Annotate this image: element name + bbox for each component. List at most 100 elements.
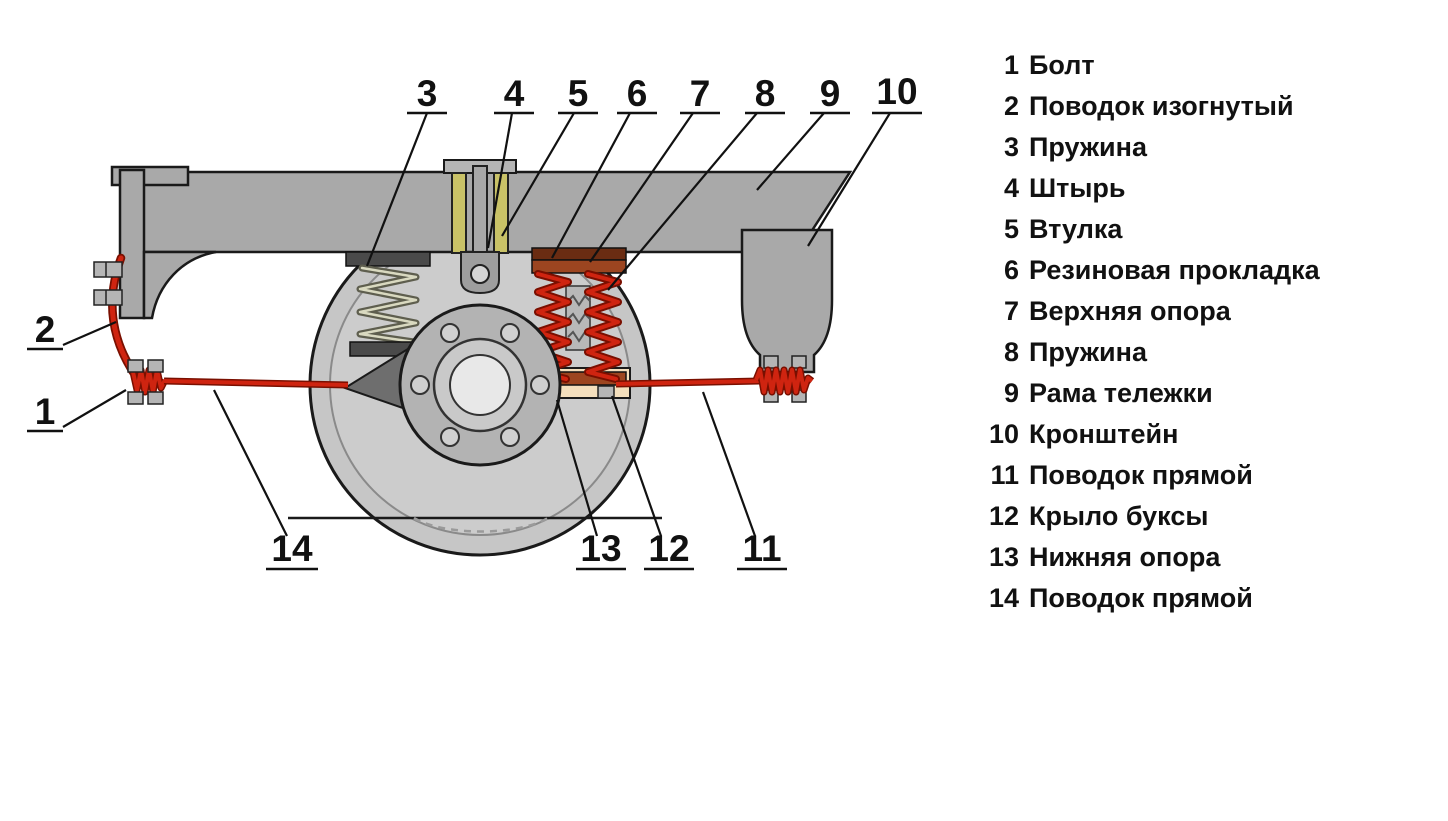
callout-number-4: 4 [504, 73, 525, 114]
right-corrugation [754, 368, 814, 394]
plate-bolt [93, 289, 123, 306]
legend-item-number: 7 [1003, 296, 1019, 326]
legend-item: 9 Рама тележки [975, 378, 1415, 419]
rubber-pad [531, 247, 627, 261]
upper-support [531, 259, 627, 274]
hub-bolt [500, 323, 520, 343]
callout-number-5: 5 [568, 73, 589, 114]
red-spring-right [586, 272, 620, 381]
pin [472, 165, 488, 255]
callout-number-11: 11 [742, 528, 781, 569]
leader-7 [589, 112, 694, 263]
legend-item-label: Поводок изогнутый [1029, 91, 1294, 121]
bracket [740, 228, 834, 403]
legend-item-label: Рама тележки [1029, 378, 1213, 408]
hub-bolt [440, 427, 460, 447]
leader-8 [607, 112, 758, 291]
bolts [93, 261, 164, 405]
straight-link-left [163, 379, 349, 387]
legend-item: 14 Поводок прямой [975, 583, 1415, 624]
callout-number-7: 7 [690, 73, 711, 114]
legend-item-label: Крыло буксы [1029, 501, 1209, 531]
legend-item-number: 2 [1003, 91, 1019, 121]
coil-spring-left [345, 251, 437, 357]
callout-number-10: 10 [876, 71, 917, 112]
legend-item-label: Верхняя опора [1029, 296, 1231, 326]
legend-item-number: 8 [1003, 337, 1019, 367]
callout-numbers: 3 4 5 6 7 8 9 10 2 1 14 13 12 1 [27, 71, 922, 571]
link-bolt [127, 359, 144, 373]
legend-item-number: 9 [1003, 378, 1019, 408]
clevis-hole [470, 264, 490, 284]
bracket-bolt [791, 355, 807, 369]
legend-item-label: Нижняя опора [1029, 542, 1221, 572]
callout-number-1: 1 [35, 391, 56, 432]
support-bolt [597, 385, 615, 399]
leader-1 [62, 389, 127, 428]
red-springs [534, 270, 622, 383]
red-spring-left [536, 272, 570, 381]
link-bolt [147, 391, 164, 405]
plate-bolt [93, 261, 123, 278]
leader-12 [610, 395, 663, 537]
bushing-right [493, 172, 509, 254]
legend-item-number: 4 [1003, 173, 1019, 203]
legend-item-label: Пружина [1029, 132, 1147, 162]
legend-item-number: 6 [1003, 255, 1019, 285]
legend-item: 8 Пружина [975, 337, 1415, 378]
legend-item: 7 Верхняя опора [975, 296, 1415, 337]
legend-item: 3 Пружина [975, 132, 1415, 173]
legend-item-label: Штырь [1029, 173, 1126, 203]
callout-number-9: 9 [820, 73, 841, 114]
frame-end-fillet [142, 250, 217, 320]
legend-item-number: 13 [988, 542, 1019, 572]
legend-item-number: 12 [988, 501, 1019, 531]
legend-item: 1 Болт [975, 50, 1415, 91]
callout-number-8: 8 [755, 73, 776, 114]
callout-number-2: 2 [35, 309, 56, 350]
callout-number-12: 12 [648, 528, 689, 569]
legend-item: 4 Штырь [975, 173, 1415, 214]
legend-item: 2 Поводок изогнутый [975, 91, 1415, 132]
leader-11 [701, 391, 757, 537]
legend-item-number: 10 [988, 419, 1019, 449]
leader-2 [62, 320, 117, 347]
link-bolt [127, 391, 144, 405]
legend: 1 Болт 2 Поводок изогнутый 3 Пружина 4 Ш… [975, 50, 1415, 624]
hub-bolt [410, 375, 430, 395]
legend-item-number: 5 [1003, 214, 1019, 244]
legend-item: 5 Втулка [975, 214, 1415, 255]
callout-number-14: 14 [271, 528, 313, 569]
bracket-body [740, 228, 834, 374]
legend-item: 13 Нижняя опора [975, 542, 1415, 583]
leader-9 [756, 112, 825, 191]
frame-end-plate [118, 168, 146, 320]
legend-item-label: Пружина [1029, 337, 1147, 367]
leader-14 [213, 389, 288, 537]
legend-item: 6 Резиновая прокладка [975, 255, 1415, 296]
legend-item-label: Втулка [1029, 214, 1123, 244]
leader-10 [807, 112, 891, 247]
leader-4 [486, 112, 514, 249]
callout-number-13: 13 [580, 528, 621, 569]
leader-5 [501, 112, 575, 237]
spring-top-plate [345, 251, 431, 267]
middle-block-coil [567, 294, 591, 307]
wheel-hub [398, 303, 562, 467]
hub-bolt [500, 427, 520, 447]
bushing-left [451, 172, 467, 254]
legend-item-label: Болт [1029, 50, 1095, 80]
legend-item: 11 Поводок прямой [975, 460, 1415, 501]
legend-item-number: 14 [988, 583, 1019, 613]
legend-item: 10 Кронштейн [975, 419, 1415, 460]
spring-coil-highlight [358, 266, 418, 344]
legend-item-label: Кронштейн [1029, 419, 1179, 449]
callout-number-6: 6 [627, 73, 648, 114]
hub-bolt [530, 375, 550, 395]
leader-lines [62, 112, 891, 537]
legend-item-label: Поводок прямой [1029, 583, 1253, 613]
legend-item-number: 3 [1003, 132, 1019, 162]
bogie-frame [110, 159, 853, 320]
